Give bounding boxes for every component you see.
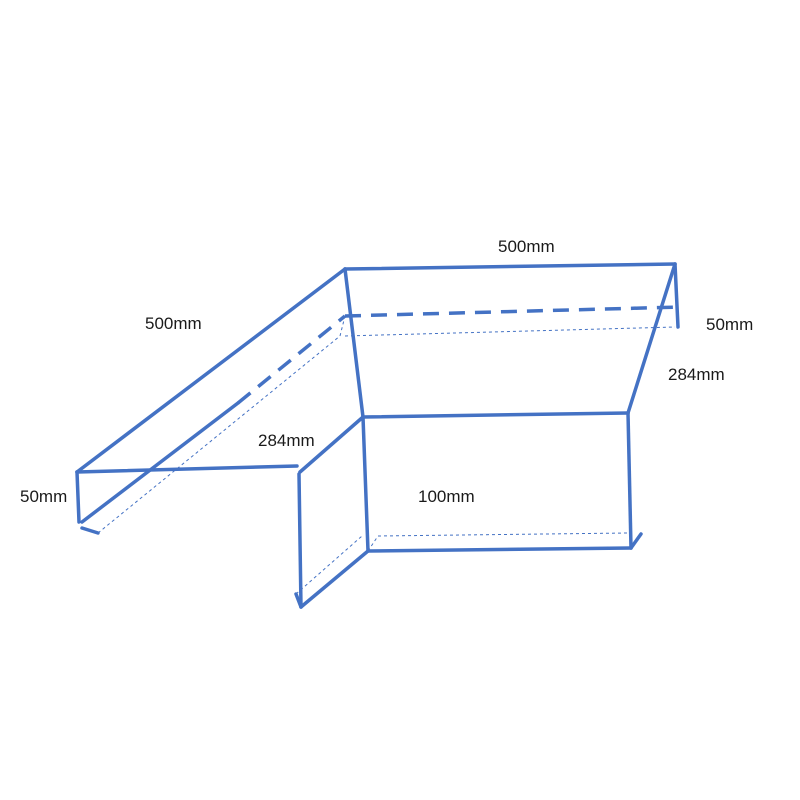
left-bottom-return — [294, 592, 303, 609]
right-vertical-outer-edge — [626, 411, 633, 550]
left-vertical-outer-edge — [297, 472, 303, 609]
left-fold-edge — [298, 415, 365, 474]
right-bottom-return — [629, 532, 643, 550]
right-height-label: 284mm — [668, 365, 725, 384]
right-end-lip-edge — [673, 262, 680, 329]
left-bottom-hidden-edge — [295, 535, 363, 595]
left-front-edge — [75, 464, 299, 474]
right-bottom-edge — [366, 546, 633, 553]
left-length-label: 500mm — [145, 314, 202, 333]
right-lip-label: 50mm — [706, 315, 753, 334]
left-top-edge — [75, 267, 347, 474]
right-slope-outer-edge — [626, 262, 677, 415]
top-length-label: 500mm — [498, 237, 555, 256]
right-lip-bottom-hidden-edge — [344, 326, 676, 337]
left-bottom-edge — [299, 549, 370, 609]
corner-slope-edge — [343, 267, 365, 419]
corner-vertical-edge — [361, 415, 370, 553]
base-width-label: 100mm — [418, 487, 475, 506]
left-lip-bottom-return — [80, 526, 100, 535]
left-end-lip-edge — [75, 470, 81, 524]
right-top-edge — [343, 262, 677, 271]
right-top-lip-hidden-edge — [344, 305, 681, 318]
right-fold-edge — [361, 411, 630, 419]
left-lip-fold-hidden-edge — [236, 314, 347, 405]
left-lip-fold-edge — [80, 401, 240, 524]
left-lip-bottom-hidden-edge — [97, 335, 341, 534]
inner-height-label: 284mm — [258, 431, 315, 450]
right-bottom-hidden-corner — [367, 535, 379, 552]
left-lip-label: 50mm — [20, 487, 67, 506]
right-bottom-hidden-edge — [377, 532, 629, 537]
